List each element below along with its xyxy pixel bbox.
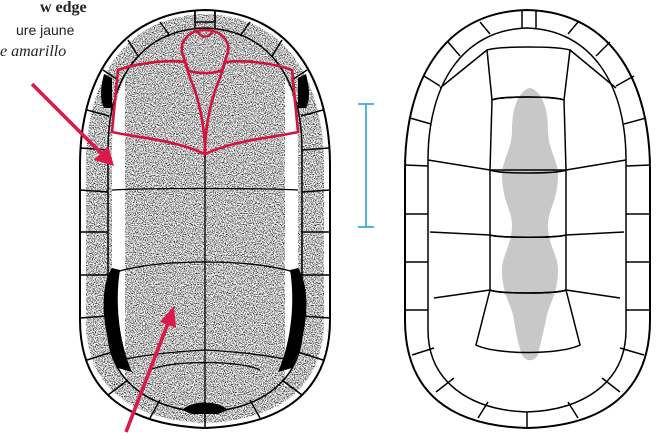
label-french: ure jaune (16, 22, 74, 38)
scale-bar-icon (358, 104, 374, 227)
label-spanish: e amarillo (0, 43, 66, 61)
right-shell-stripe (502, 88, 558, 360)
right-shell (405, 10, 650, 428)
left-shell (80, 10, 330, 428)
label-english: w edge (40, 0, 87, 16)
